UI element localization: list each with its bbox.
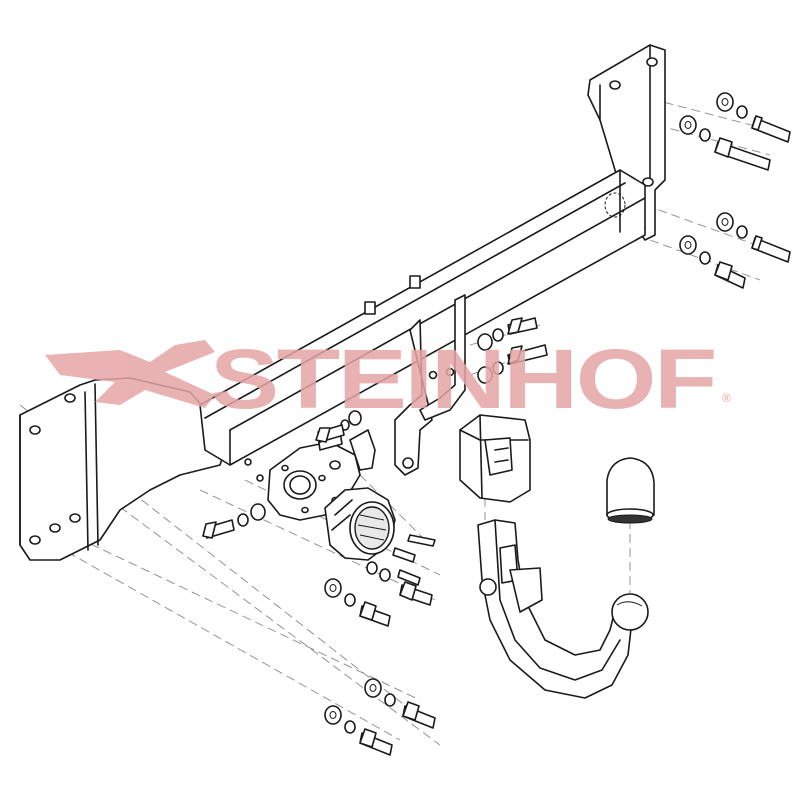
fasteners-right-top (679, 92, 791, 171)
steinhof-watermark: STEINHOF ® (45, 332, 731, 426)
detachable-ball-neck (477, 519, 649, 699)
electrical-socket (324, 487, 396, 561)
watermark-registered-mark: ® (722, 391, 731, 405)
center-hanging-brackets (394, 294, 466, 476)
fasteners-left-bottom (324, 678, 436, 756)
left-mounting-bracket (19, 377, 226, 561)
watermark-swoosh-logo (45, 340, 215, 408)
receiver-block (459, 414, 531, 503)
ball-cover-cap (606, 457, 655, 524)
fasteners-socket (202, 458, 436, 627)
main-crossbeam (199, 169, 646, 466)
fasteners-right-lower (679, 212, 791, 289)
watermark-brand: STEINHOF (210, 332, 715, 426)
fasteners-center (315, 317, 548, 443)
